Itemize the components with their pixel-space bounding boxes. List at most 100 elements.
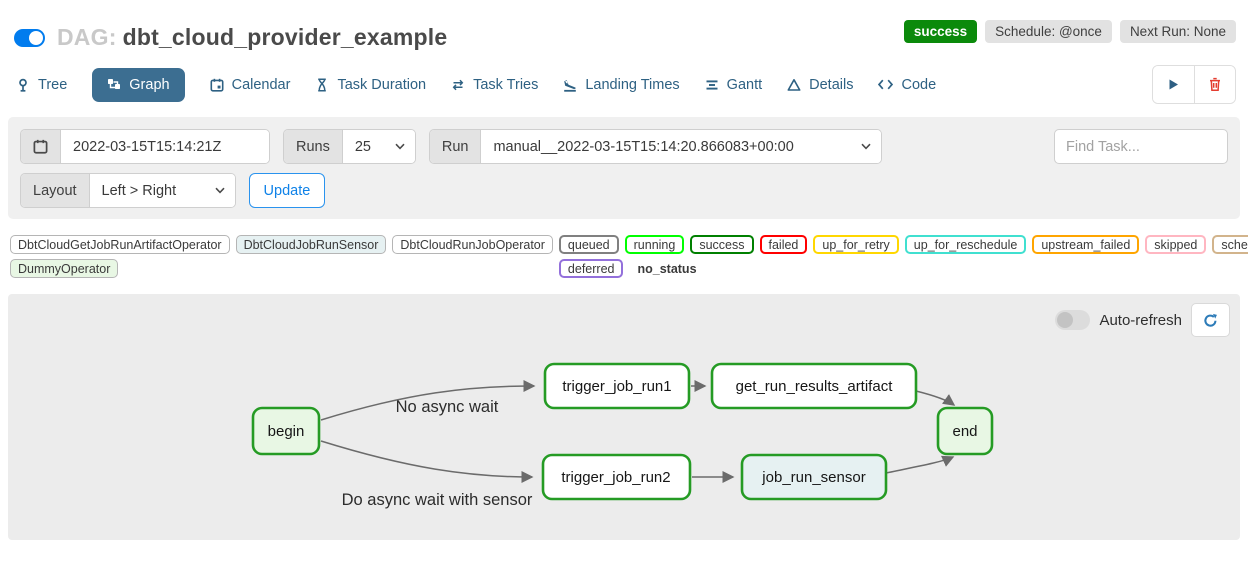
update-button[interactable]: Update [248, 173, 326, 208]
task-node-rect[interactable] [545, 364, 689, 408]
plane-landing-icon [564, 79, 577, 92]
tree-icon [19, 78, 27, 92]
layout-label: Layout [21, 174, 90, 207]
task-node-label: get_run_results_artifact [736, 378, 894, 395]
header-badges: success Schedule: @once Next Run: None [903, 20, 1236, 43]
task-node-trigger-job-run2[interactable]: trigger_job_run2 [541, 453, 692, 501]
task-node-label: trigger_job_run1 [562, 378, 671, 395]
view-tabs: Tree Graph Calendar Task Duration Task T… [0, 51, 1248, 104]
edge-label-no-async: No async wait [396, 398, 499, 416]
operator-legend-row: DummyOperator [10, 259, 553, 278]
task-node-border [740, 453, 888, 501]
execution-date-group [20, 129, 270, 164]
task-node-label: end [952, 423, 977, 440]
task-node-get-run-results-artifact[interactable]: get_run_results_artifact [710, 362, 918, 410]
operator-badge: DbtCloudRunJobOperator [392, 235, 553, 254]
edge-artifact-end [915, 390, 956, 406]
task-node-begin[interactable]: begin [251, 406, 321, 456]
dag-run-select[interactable]: manual__2022-03-15T15:14:20.866083+00:00 [481, 130, 882, 163]
find-task-input[interactable] [1054, 129, 1228, 164]
task-node-rect[interactable] [253, 408, 319, 454]
state-badge[interactable]: failed [759, 235, 808, 254]
play-icon [1169, 79, 1178, 90]
dag-pause-toggle[interactable] [14, 28, 45, 47]
dag-action-buttons [1152, 65, 1236, 104]
tab-label: Code [901, 76, 937, 93]
trash-icon [1210, 77, 1220, 91]
task-node-border [936, 406, 994, 456]
dag-prefix: DAG: [57, 24, 117, 50]
execution-date-input[interactable] [61, 130, 269, 163]
legend: DbtCloudGetJobRunArtifactOperator DbtClo… [10, 235, 1248, 278]
details-icon [787, 78, 801, 91]
task-node-rect[interactable] [742, 455, 886, 499]
state-legend-row: queued running success failed up_for_ret… [558, 235, 1248, 254]
task-node-rect[interactable] [938, 408, 992, 454]
tab-landing-times[interactable]: Landing Times [563, 68, 680, 102]
edge-begin-run1 [320, 380, 536, 421]
task-node-job-run-sensor[interactable]: job_run_sensor [740, 453, 888, 501]
state-legend-row: deferred no_status [558, 259, 1248, 278]
operator-badge: DbtCloudJobRunSensor [235, 235, 387, 254]
dag-graph-panel: Auto-refresh No async wait Do async wait… [8, 294, 1240, 540]
operator-legend: DbtCloudGetJobRunArtifactOperator DbtClo… [10, 235, 553, 278]
task-node-trigger-job-run1[interactable]: trigger_job_run1 [543, 362, 691, 410]
run-group: Run manual__2022-03-15T15:14:20.866083+0… [428, 129, 883, 164]
delete-dag-button[interactable] [1194, 66, 1235, 103]
gantt-icon [706, 79, 718, 90]
tab-calendar[interactable]: Calendar [210, 68, 291, 102]
state-badge[interactable]: running [624, 235, 685, 254]
filter-bar: Runs 25 Run manual__2022-03-15T15:14:20.… [8, 117, 1240, 219]
tab-label: Gantt [726, 76, 763, 93]
task-node-border [543, 362, 691, 410]
refresh-button[interactable] [1191, 303, 1230, 337]
tab-label: Calendar [231, 76, 291, 93]
state-badge[interactable]: up_for_retry [813, 235, 899, 254]
state-badge[interactable]: upstream_failed [1032, 235, 1140, 254]
graph-icon [108, 78, 121, 89]
calendar-addon[interactable] [21, 130, 61, 163]
state-badge[interactable]: scheduled [1212, 235, 1248, 254]
state-legend: queued running success failed up_for_ret… [558, 235, 1248, 278]
task-node-border [710, 362, 918, 410]
trigger-dag-button[interactable] [1153, 66, 1194, 103]
state-badge[interactable]: success [690, 235, 754, 254]
code-icon [878, 79, 894, 90]
tab-graph[interactable]: Graph [92, 67, 185, 102]
tab-task-duration[interactable]: Task Duration [315, 68, 426, 102]
tab-label: Details [809, 76, 854, 93]
tab-label: Tree [38, 76, 68, 93]
tab-task-tries[interactable]: Task Tries [451, 68, 538, 102]
run-label: Run [429, 130, 482, 163]
dag-graph: No async wait Do async wait with sensor … [251, 362, 994, 509]
tab-gantt[interactable]: Gantt [705, 68, 762, 102]
edge-label-async-sensor: Do async wait with sensor [342, 491, 533, 509]
state-badge[interactable]: queued [558, 235, 619, 254]
task-node-end[interactable]: end [936, 406, 994, 456]
filter-row-1: Runs 25 Run manual__2022-03-15T15:14:20.… [20, 129, 1228, 164]
tab-code[interactable]: Code [878, 68, 936, 102]
task-node-border [251, 406, 321, 456]
schedule-badge: Schedule: @once [985, 20, 1112, 43]
layout-group: Layout Left > Right [20, 173, 236, 208]
state-badge[interactable]: skipped [1145, 235, 1207, 254]
task-node-rect[interactable] [712, 364, 916, 408]
edge-begin-run2 [320, 440, 534, 483]
calendar-icon [33, 139, 48, 154]
filter-row-2: Layout Left > Right Update [20, 173, 1228, 208]
auto-refresh-toggle[interactable] [1055, 310, 1091, 330]
tab-tree[interactable]: Tree [16, 68, 67, 102]
tab-label: Landing Times [585, 76, 680, 93]
auto-refresh-label: Auto-refresh [1099, 311, 1182, 329]
tab-details[interactable]: Details [787, 68, 853, 102]
layout-select[interactable]: Left > Right [89, 174, 235, 207]
no-status-label: no_status [637, 261, 697, 276]
repeat-icon [452, 79, 464, 90]
state-badge[interactable]: up_for_reschedule [904, 235, 1027, 254]
state-badge[interactable]: deferred [558, 259, 624, 278]
tab-label: Graph [129, 76, 170, 93]
runs-count-select[interactable]: 25 [342, 130, 415, 163]
task-node-border [541, 453, 692, 501]
runs-group: Runs 25 [283, 129, 416, 164]
task-node-rect[interactable] [543, 455, 690, 499]
